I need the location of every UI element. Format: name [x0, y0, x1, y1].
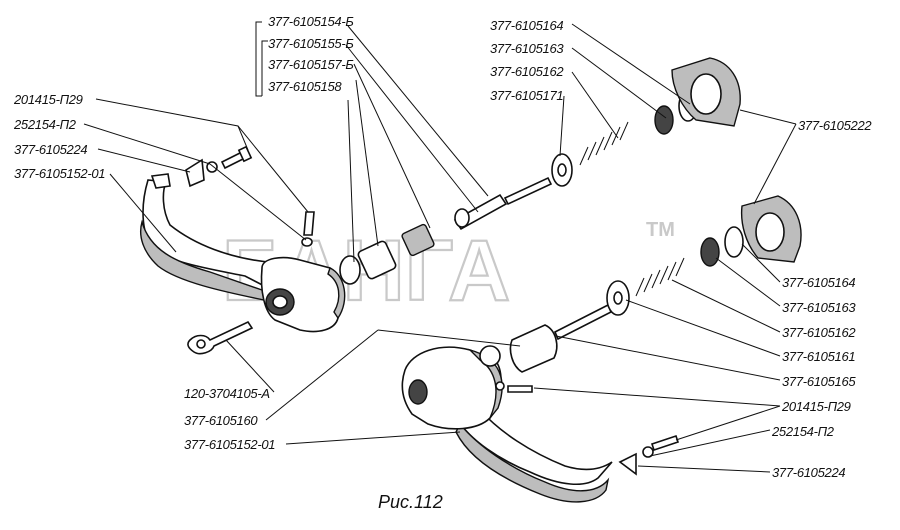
- label-201415-p29-top: 201415-П29: [13, 92, 83, 107]
- labels-upper-left: 201415-П29 252154-П2 377-6105224 377-610…: [13, 92, 106, 181]
- label-377-6105163-top: 377-6105163: [490, 41, 564, 56]
- lower-handle: [455, 409, 613, 503]
- label-377-6105224-bottom: 377-6105224: [772, 465, 845, 480]
- lower-handle-housing: [401, 345, 503, 430]
- labels-lock-group: 377-6105154-Б 377-6105155-Б 377-6105157-…: [268, 14, 355, 94]
- label-377-6105158: 377-6105158: [268, 79, 342, 94]
- label-377-6105171: 377-6105171: [490, 88, 563, 103]
- labels-lower-right: 377-6105164 377-6105163 377-6105162 377-…: [771, 275, 857, 480]
- label-377-6105164-top: 377-6105164: [490, 18, 563, 33]
- label-377-6105224-top: 377-6105224: [14, 142, 87, 157]
- upper-gasket: [671, 57, 741, 127]
- lower-gasket: [740, 195, 802, 263]
- label-377-6105152-01-top: 377-6105152-01: [14, 166, 105, 181]
- label-377-6105165: 377-6105165: [782, 374, 856, 389]
- label-201415-p29-bottom: 201415-П29: [781, 399, 851, 414]
- label-377-6105160: 377-6105160: [184, 413, 258, 428]
- upper-handle-housing: [260, 256, 346, 333]
- label-377-6105155-b: 377-6105155-Б: [268, 36, 354, 51]
- label-377-6105161: 377-6105161: [782, 349, 855, 364]
- label-252154-p2-top: 252154-П2: [13, 117, 77, 132]
- label-377-6105154-b: 377-6105154-Б: [268, 14, 354, 29]
- leader-lines: [83, 21, 797, 473]
- label-377-6105164-bottom: 377-6105164: [782, 275, 855, 290]
- labels-lower-left: 120-3704105-А 377-6105160 377-6105152-01: [184, 386, 276, 452]
- label-377-6105163-bottom: 377-6105163: [782, 300, 856, 315]
- label-377-6105162-bottom: 377-6105162: [782, 325, 856, 340]
- lower-bolt: [495, 381, 680, 476]
- figure-caption: Рис.112: [378, 492, 443, 512]
- key: [187, 320, 254, 355]
- label-120-3704105-a: 120-3704105-А: [184, 386, 270, 401]
- label-252154-p2-bottom: 252154-П2: [771, 424, 835, 439]
- label-377-6105152-01-bottom: 377-6105152-01: [184, 437, 275, 452]
- label-377-6105157-b: 377-6105157-Б: [268, 57, 354, 72]
- labels-upper-right: 377-6105164 377-6105163 377-6105162 377-…: [490, 18, 565, 103]
- upper-bolt: [185, 145, 315, 247]
- watermark-trademark: TM: [646, 219, 675, 241]
- label-377-6105162-top: 377-6105162: [490, 64, 564, 79]
- label-377-6105222: 377-6105222: [798, 118, 872, 133]
